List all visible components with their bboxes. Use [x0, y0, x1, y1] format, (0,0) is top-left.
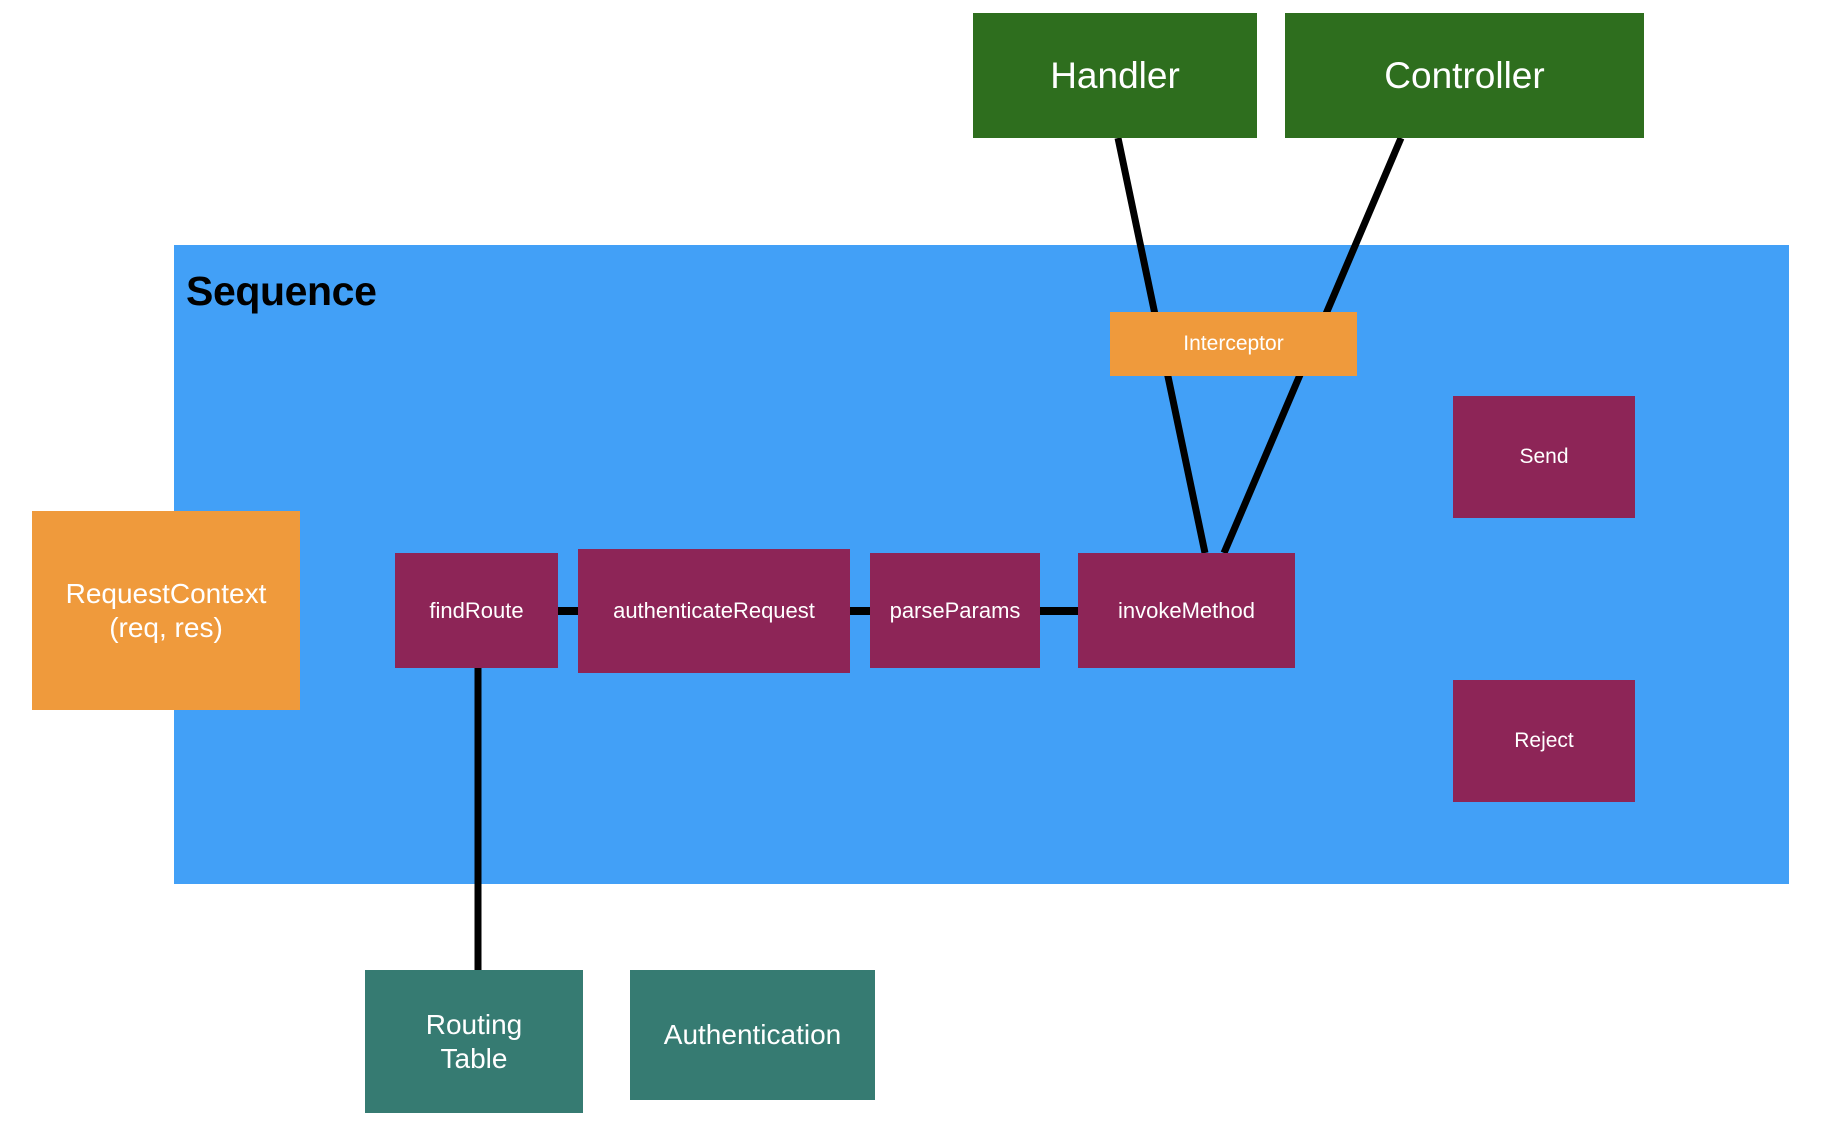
- node-parse-params[interactable]: parseParams: [870, 553, 1040, 668]
- node-find-route[interactable]: findRoute: [395, 553, 558, 668]
- node-authentication[interactable]: Authentication: [630, 970, 875, 1100]
- node-controller[interactable]: Controller: [1285, 13, 1644, 138]
- node-authenticate-request[interactable]: authenticateRequest: [578, 549, 850, 673]
- node-routing-table[interactable]: Routing Table: [365, 970, 583, 1113]
- node-reject[interactable]: Reject: [1453, 680, 1635, 802]
- sequence-group-title: Sequence: [186, 268, 377, 314]
- node-invoke-method[interactable]: invokeMethod: [1078, 553, 1295, 668]
- node-send[interactable]: Send: [1453, 396, 1635, 518]
- node-request-context[interactable]: RequestContext (req, res): [32, 511, 300, 710]
- node-handler[interactable]: Handler: [973, 13, 1257, 138]
- node-interceptor[interactable]: Interceptor: [1110, 312, 1357, 376]
